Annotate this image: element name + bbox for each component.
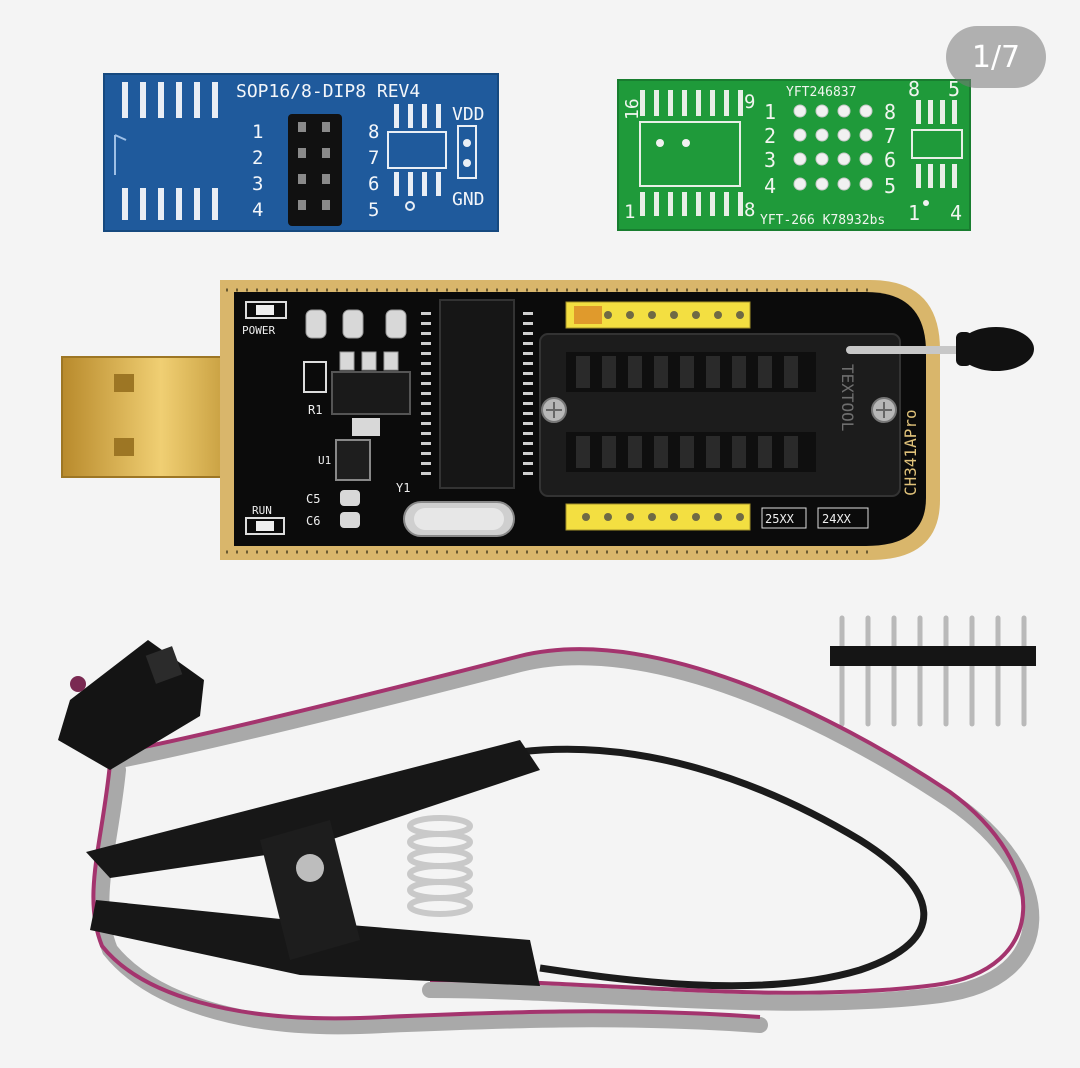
dip8-pin-header <box>288 114 342 226</box>
run-label: RUN <box>252 504 272 517</box>
green-pin-right-8: 8 <box>884 100 896 124</box>
sop16-dip8-adapter-board: SOP16/8-DIP8 REV4 VDD GND 1 2 3 4 8 7 6 … <box>103 73 499 232</box>
sop16-pads <box>122 82 218 220</box>
blue-pin-right-8: 8 <box>368 121 379 143</box>
vdd-label: VDD <box>452 104 485 125</box>
green-label-8: 8 <box>744 199 755 221</box>
ribbon-cable-and-clip <box>58 640 1040 1035</box>
green-corner-4: 4 <box>950 201 962 225</box>
yft-adapter-board: 16 9 1 8 YFT246837 YFT-266 K78932bs 1 2 … <box>617 77 971 231</box>
blue-pin-left-3: 3 <box>252 173 263 195</box>
yellow-pin-header-bottom <box>565 503 751 531</box>
green-bottom-id: YFT-266 K78932bs <box>760 213 885 228</box>
crystal-oscillator <box>403 501 515 537</box>
green-pin-left-1: 1 <box>764 100 776 124</box>
zif-lever <box>846 327 1034 371</box>
c6-label: C6 <box>306 514 320 528</box>
blue-pin-right-6: 6 <box>368 173 379 195</box>
image-counter-text: 1/7 <box>971 39 1021 75</box>
ch341-chip <box>421 299 533 489</box>
24xx-label: 24XX <box>822 512 852 526</box>
green-label-9: 9 <box>744 91 755 113</box>
gnd-label: GND <box>452 189 485 210</box>
green-label-1: 1 <box>624 201 635 223</box>
blue-pin-left-1: 1 <box>252 121 263 143</box>
green-corner-5: 5 <box>948 77 960 101</box>
idc-connector <box>58 640 204 770</box>
green-corner-1: 1 <box>908 201 920 225</box>
c5-label: C5 <box>306 492 320 506</box>
green-pin-left-4: 4 <box>764 174 776 198</box>
green-pin-right-7: 7 <box>884 124 896 148</box>
ch341a-programmer: POWER R1 U1 C5 C6 RUN <box>61 280 1034 560</box>
green-top-id: YFT246837 <box>786 85 856 100</box>
blue-pin-right-7: 7 <box>368 147 379 169</box>
green-pin-left-3: 3 <box>764 148 776 172</box>
blue-pin-left-2: 2 <box>252 147 263 169</box>
model-label: CH341APro <box>901 409 920 496</box>
power-label: POWER <box>242 324 275 337</box>
u1-label: U1 <box>318 454 331 467</box>
socket-brand: TEXTOOL <box>838 364 857 431</box>
zif-socket: TEXTOOL <box>539 333 901 497</box>
blue-adapter-title: SOP16/8-DIP8 REV4 <box>236 81 420 102</box>
soic-test-clip <box>86 740 540 986</box>
green-label-16: 16 <box>622 98 643 120</box>
blue-pin-left-4: 4 <box>252 199 263 221</box>
25xx-label: 25XX <box>765 512 795 526</box>
green-pin-left-2: 2 <box>764 124 776 148</box>
straight-pin-header <box>830 615 1036 727</box>
y1-label: Y1 <box>396 481 410 495</box>
green-pin-right-6: 6 <box>884 148 896 172</box>
image-counter-badge[interactable]: 1/7 <box>946 26 1046 88</box>
green-corner-8: 8 <box>908 77 920 101</box>
yellow-pin-header-top <box>565 301 751 329</box>
r1-label: R1 <box>308 403 322 417</box>
clip-spring <box>407 815 473 917</box>
blue-pin-right-5: 5 <box>368 199 379 221</box>
green-pin-right-5: 5 <box>884 174 896 198</box>
